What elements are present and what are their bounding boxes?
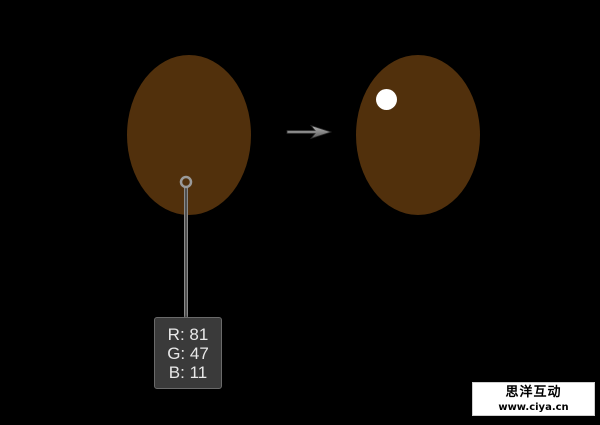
watermark-brand: 思洋互动 (505, 385, 562, 400)
brown-oval-after (356, 55, 480, 215)
site-watermark: 思洋互动 www.ciya.cn (472, 382, 595, 416)
watermark-url: www.ciya.cn (498, 402, 569, 413)
right-arrow-icon (286, 124, 333, 140)
blue-value: B: 11 (168, 362, 208, 382)
brown-oval-before (127, 55, 251, 215)
green-value: G: 47 (167, 343, 209, 363)
rgb-readout-box: R: 81 G: 47 B: 11 (154, 317, 222, 389)
white-highlight-dot (376, 89, 397, 110)
red-value: R: 81 (167, 324, 209, 344)
